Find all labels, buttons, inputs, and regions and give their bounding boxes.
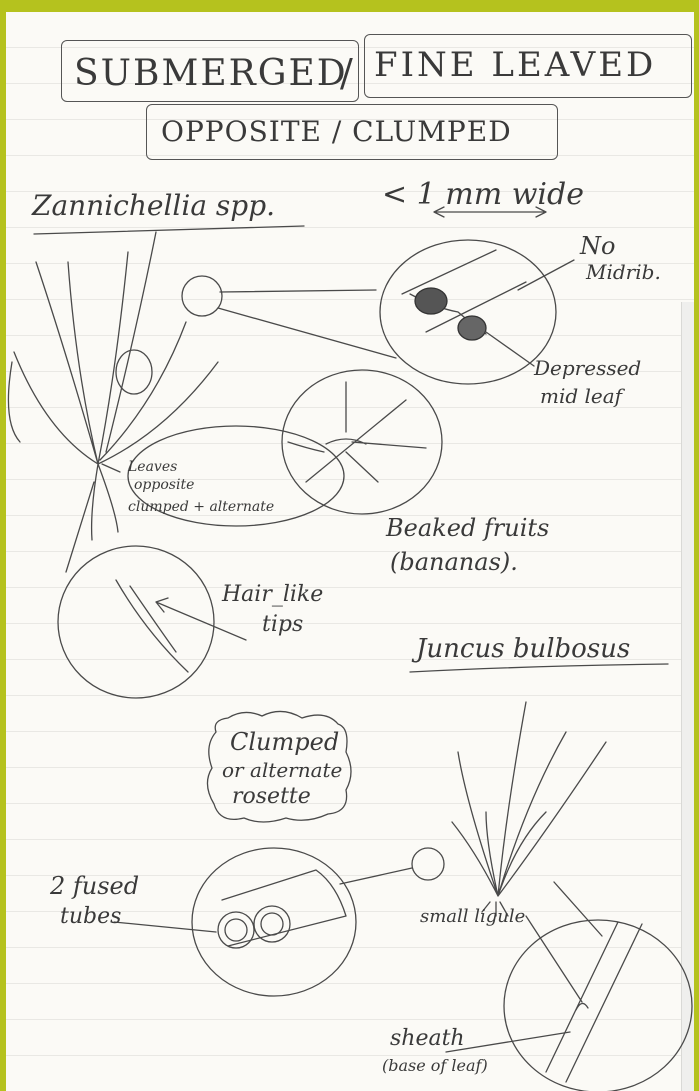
- detail-circle-tubes: [192, 848, 356, 996]
- label-no-midrib-1: No: [580, 234, 615, 258]
- label-clumped-3: rosette: [232, 786, 311, 808]
- label-sheath-1: sheath: [390, 1028, 465, 1050]
- detail-circle-hairtips: [58, 546, 214, 698]
- label-beaked-2: (bananas).: [390, 550, 518, 574]
- label-leaves-2: opposite: [134, 478, 194, 492]
- label-clumped-2: or alternate: [222, 760, 342, 780]
- detail-circle-ligule: [504, 920, 692, 1091]
- zannichellia-plant: [8, 232, 218, 540]
- label-depressed-1: Depressed: [534, 358, 641, 378]
- label-hair-1: Hair_like: [222, 584, 323, 606]
- loupe-small-1: [182, 276, 222, 316]
- label-hair-2: tips: [262, 614, 303, 636]
- label-tubes-2: tubes: [60, 906, 121, 928]
- label-beaked-1: Beaked fruits: [386, 516, 549, 540]
- juncus-plant: [452, 702, 606, 916]
- loupe-small-2: [116, 350, 152, 394]
- label-tubes-1: 2 fused: [50, 874, 139, 898]
- label-leaves-1: Leaves: [128, 460, 177, 474]
- loupe-small-3: [412, 848, 444, 880]
- label-ligule: small ligule: [420, 908, 525, 926]
- notebook-page: SUBMERGED / FINE LEAVED OPPOSITE / CLUMP…: [6, 12, 694, 1091]
- ink-drawings: [6, 12, 694, 1091]
- width-note: < 1 mm wide: [382, 180, 584, 210]
- label-depressed-2: mid leaf: [540, 386, 622, 406]
- label-leaves-3: clumped + alternate: [128, 500, 274, 514]
- species-underline: [34, 226, 304, 234]
- juncus-underline: [410, 664, 668, 672]
- label-sheath-2: (base of leaf): [382, 1058, 488, 1074]
- species-juncus: Juncus bulbosus: [416, 636, 630, 662]
- label-no-midrib-2: Midrib.: [586, 262, 661, 282]
- label-clumped-1: Clumped: [230, 730, 339, 754]
